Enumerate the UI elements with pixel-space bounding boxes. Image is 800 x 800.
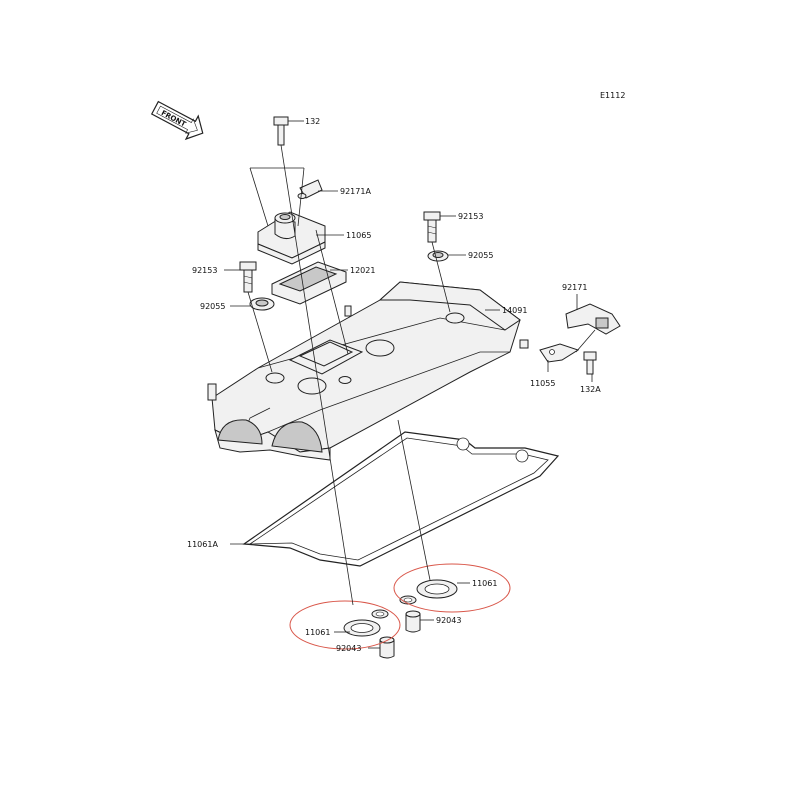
dowel-92043-right (405, 610, 421, 633)
plug-gasket-11061-right (399, 579, 458, 605)
grommet-92055-right (427, 250, 449, 262)
assembly-guide-lines (247, 144, 596, 606)
label-92171: 92171 (562, 283, 587, 292)
head-cover-gasket (242, 431, 560, 567)
highlight-ellipse-right (393, 563, 511, 613)
bolt-92153-right (423, 211, 441, 243)
bolt-92153-left (239, 261, 257, 293)
highlight-ellipse-left (289, 600, 401, 650)
bracket-11055 (539, 343, 580, 363)
label-92171A: 92171A (340, 187, 371, 196)
bolt-132 (273, 116, 289, 146)
leader-lines (224, 120, 593, 649)
label-14091: 14091 (502, 306, 527, 315)
label-11065: 11065 (346, 231, 371, 240)
label-92055-left: 92055 (200, 302, 225, 311)
label-11061-right: 11061 (472, 579, 497, 588)
label-92055-right: 92055 (468, 251, 493, 260)
label-92043-right: 92043 (436, 616, 461, 625)
label-11055: 11055 (530, 379, 555, 388)
front-arrow-icon: FRONT (150, 100, 204, 141)
bolt-132A (583, 351, 597, 375)
label-132: 132 (305, 117, 320, 126)
plug-gasket-11061-left (343, 609, 389, 637)
plate-11065 (257, 211, 326, 265)
diagram-code: E1112 (600, 91, 625, 100)
label-92153-right: 92153 (458, 212, 483, 221)
label-12021: 12021 (350, 266, 375, 275)
plate-12021 (271, 261, 347, 305)
label-11061A: 11061A (187, 540, 218, 549)
clamp-92171A (297, 179, 323, 199)
grommet-92055-left (249, 297, 275, 311)
label-92153-left: 92153 (192, 266, 217, 275)
clamp-92171 (565, 303, 621, 335)
label-11061-left: 11061 (305, 628, 330, 637)
label-92043-left: 92043 (336, 644, 361, 653)
label-132A: 132A (580, 385, 601, 394)
